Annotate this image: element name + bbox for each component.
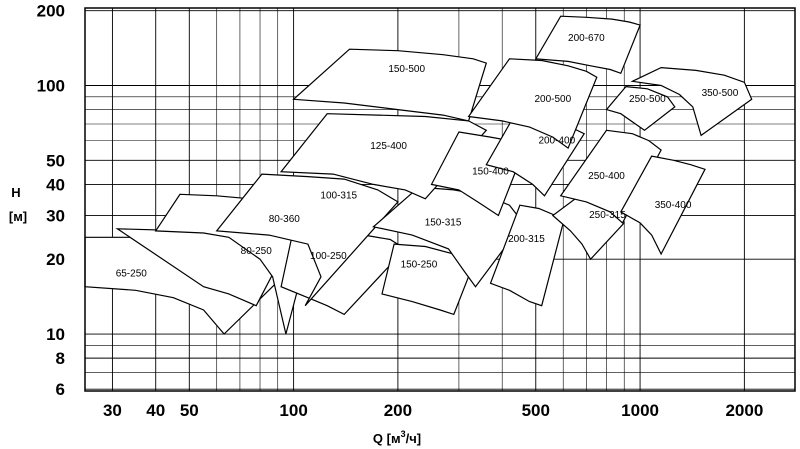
region-label: 350-400 [655, 200, 692, 211]
x-tick-label: 500 [522, 401, 550, 420]
region-100-315 [215, 173, 399, 307]
x-tick-label: 40 [146, 401, 165, 420]
region-label: 350-500 [702, 88, 739, 99]
region-label: 200-315 [508, 234, 545, 245]
x-axis-title-sup: 3 [401, 429, 406, 439]
x-tick-label: 2000 [725, 401, 763, 420]
x-tick-label: 100 [279, 401, 307, 420]
y-axis-title-symbol: H [11, 185, 20, 200]
region-350-500 [630, 66, 753, 137]
region-200-500 [467, 58, 598, 150]
region-label: 250-500 [629, 94, 666, 105]
region-label: 150-500 [388, 64, 425, 75]
region-350-400 [619, 155, 706, 256]
region-250-400 [559, 129, 662, 224]
region-150-250 [381, 243, 474, 316]
y-tick-label: 50 [46, 151, 65, 170]
y-axis-ticks: 6 8 10 20 30 40 50 100 200 [37, 2, 65, 400]
region-150-500 [292, 48, 488, 122]
plot-frame [84, 7, 796, 392]
y-axis-title-unit: [м] [9, 209, 27, 224]
x-tick-label: 50 [180, 401, 199, 420]
x-axis-title-base: Q [м [373, 431, 401, 446]
region-label: 150-315 [425, 218, 462, 229]
region-label: 250-315 [589, 210, 626, 221]
region-label: 100-250 [310, 251, 347, 262]
region-label: 200-400 [538, 135, 575, 146]
x-axis-title: Q [м3/ч] [373, 429, 421, 446]
region-label: 80-360 [269, 214, 301, 225]
region-label: 100-315 [320, 190, 357, 201]
region-label: 250-400 [588, 171, 625, 182]
region-label: 150-400 [472, 166, 509, 177]
pump-regions: 65-250 80-250 80-360 100-250 100-315 150-250 1… [84, 15, 753, 335]
y-tick-label: 30 [46, 206, 65, 225]
y-tick-label: 200 [37, 2, 65, 21]
region-label: 125-400 [370, 141, 407, 152]
region-label: 200-500 [534, 94, 571, 105]
y-tick-label: 10 [46, 325, 65, 344]
x-axis-ticks: 30 40 50 100 200 500 1000 2000 [103, 401, 763, 420]
region-label: 150-250 [401, 259, 438, 270]
region-label: 65-250 [116, 268, 148, 279]
region-250-500 [605, 85, 676, 132]
y-tick-label: 6 [56, 380, 65, 399]
y-axis-title: H [м] [9, 185, 27, 224]
y-tick-label: 20 [46, 250, 65, 269]
y-tick-label: 100 [37, 76, 65, 95]
y-tick-label: 40 [46, 175, 65, 194]
x-tick-label: 30 [103, 401, 122, 420]
y-tick-label: 8 [56, 349, 65, 368]
region-label: 200-670 [568, 33, 605, 44]
x-tick-label: 1000 [621, 401, 659, 420]
x-axis-title-tail: /ч] [406, 431, 422, 446]
x-tick-label: 200 [384, 401, 412, 420]
region-label: 80-250 [241, 246, 273, 257]
region-200-315 [489, 204, 564, 307]
region-200-670 [534, 15, 641, 75]
